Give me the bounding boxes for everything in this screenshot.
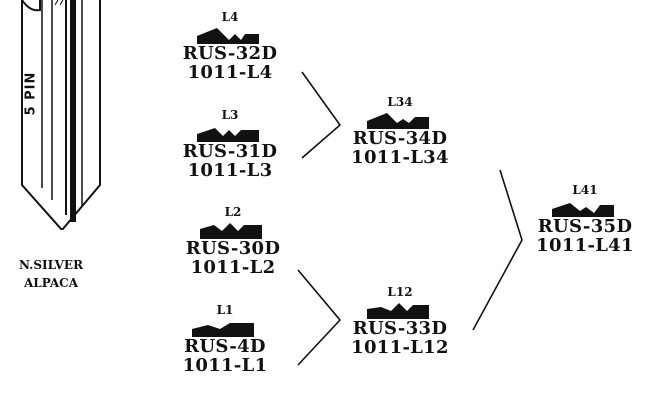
level-label: L2 [224,205,242,219]
material-label-1: N.SILVER [18,258,84,272]
level-label: L4 [221,10,239,24]
part-number: 1011-L41 [536,235,634,256]
key-node-l41: L41 RUS-35D 1011-L41 [520,183,650,256]
key-cut-profile-icon [197,28,259,44]
key-cut-profile-icon [367,303,429,319]
key-node-l1: L1 RUS-4D 1011-L1 [160,303,290,376]
part-number: 1011-L1 [182,355,268,376]
key-cut-profile-icon [197,128,259,142]
key-node-l34: L34 RUS-34D 1011-L34 [335,95,465,168]
part-number: 1011-L4 [187,62,273,83]
key-blank-illustration [21,0,101,230]
model-code: RUS-34D [352,128,448,149]
part-number: 1011-L12 [351,337,449,358]
model-code: RUS-30D [185,238,281,259]
material-label-2: ALPACA [23,276,79,290]
part-number: 1011-L34 [351,147,449,168]
key-node-l12: L12 RUS-33D 1011-L12 [335,285,465,358]
level-label: L34 [387,95,413,109]
model-code: RUS-4D [184,336,266,357]
level-label: L41 [572,183,598,197]
level-label: L3 [221,108,239,122]
level-label: L1 [216,303,234,317]
model-code: RUS-32D [182,43,278,64]
key-cut-profile-icon [192,323,254,337]
level-label: L12 [387,285,413,299]
key-cut-profile-icon [552,203,614,217]
part-number: 1011-L3 [187,160,273,181]
part-number: 1011-L2 [190,257,276,278]
model-code: RUS-31D [182,141,278,162]
key-node-l4: L4 RUS-32D 1011-L4 [165,10,295,83]
model-code: RUS-35D [537,216,633,237]
model-code: RUS-33D [352,318,448,339]
key-node-l3: L3 RUS-31D 1011-L3 [165,108,295,181]
key-cut-profile-icon [367,113,429,129]
key-cut-profile-icon [200,223,262,239]
key-node-l2: L2 RUS-30D 1011-L2 [168,205,298,278]
